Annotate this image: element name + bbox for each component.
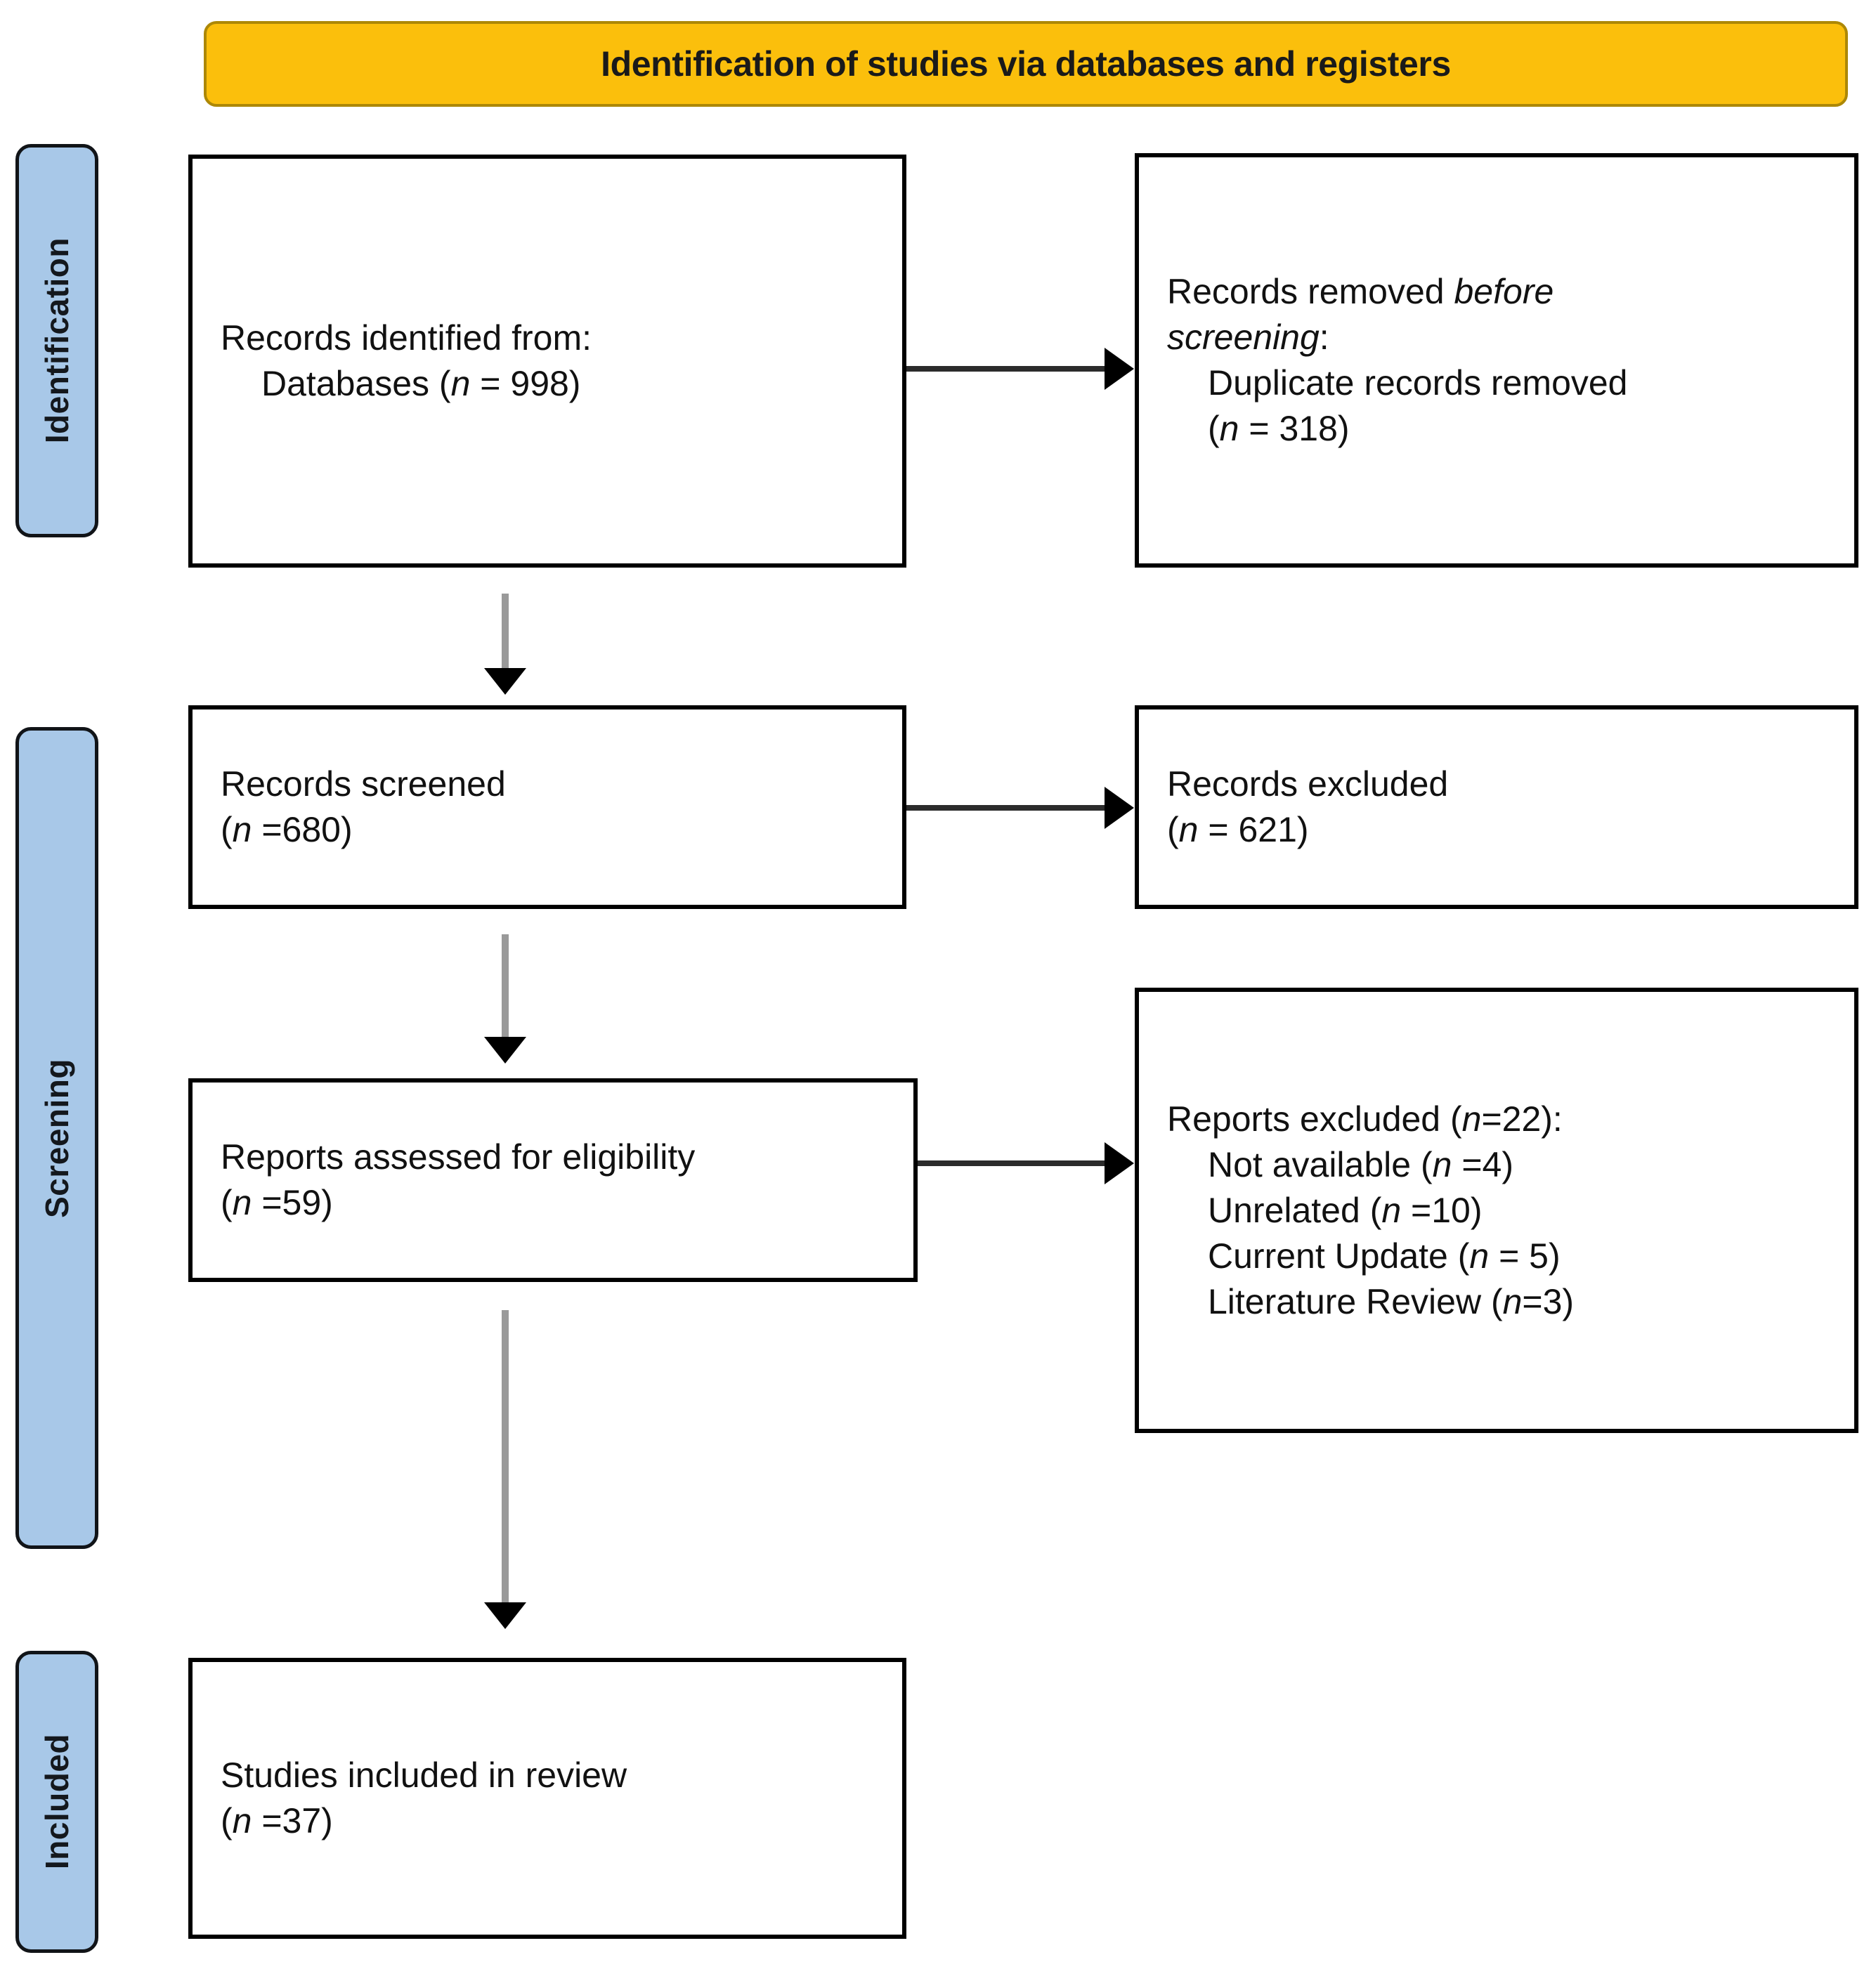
box-studies-included: Studies included in review (n =37) <box>188 1658 906 1939</box>
studies-included-line-2: (n =37) <box>221 1801 333 1840</box>
reports-assessed-line-1: Reports assessed for eligibility <box>221 1137 696 1177</box>
records-identified-line-1: Records identified from: <box>221 318 592 358</box>
records-removed-line-2: screening: <box>1167 318 1329 357</box>
arrow-identified-to-screened <box>502 594 509 671</box>
stage-tab-identification-label: Identification <box>39 237 75 444</box>
records-screened-line-2: (n =680) <box>221 810 353 849</box>
stage-tab-identification: Identification <box>15 144 98 537</box>
arrow-screened-to-eligibility <box>502 934 509 1040</box>
box-records-excluded: Records excluded (n = 621) <box>1135 705 1858 909</box>
reports-excluded-item-unrelated: Unrelated (n =10) <box>1208 1190 1483 1230</box>
arrow-eligibility-to-reports-excluded <box>918 1160 1107 1166</box>
arrow-screened-to-excluded <box>906 805 1107 811</box>
arrow-eligibility-to-included <box>502 1310 509 1605</box>
arrow-identified-to-removed <box>906 366 1107 372</box>
box-records-removed: Records removed before screening: Duplic… <box>1135 153 1858 568</box>
diagram-title: Identification of studies via databases … <box>601 44 1451 84</box>
box-reports-excluded: Reports excluded (n=22): Not available (… <box>1135 988 1858 1433</box>
records-screened-line-1: Records screened <box>221 764 506 804</box>
stage-tab-included: Included <box>15 1651 98 1953</box>
box-records-identified: Records identified from: Databases (n = … <box>188 155 906 568</box>
stage-tab-included-label: Included <box>39 1734 75 1870</box>
stage-tab-screening-label: Screening <box>39 1058 75 1218</box>
records-excluded-line-2: (n = 621) <box>1167 810 1309 849</box>
reports-excluded-line-1: Reports excluded (n=22): <box>1167 1099 1563 1139</box>
reports-excluded-item-literature-review: Literature Review (n=3) <box>1208 1281 1575 1321</box>
reports-excluded-item-current-update: Current Update (n = 5) <box>1208 1236 1561 1276</box>
records-excluded-line-1: Records excluded <box>1167 764 1449 804</box>
records-removed-line-3: Duplicate records removed <box>1208 363 1628 403</box>
stage-tab-screening: Screening <box>15 727 98 1549</box>
reports-excluded-item-not-available: Not available (n =4) <box>1208 1144 1513 1184</box>
box-reports-assessed-for-eligibility: Reports assessed for eligibility (n =59) <box>188 1078 918 1282</box>
records-removed-line-1: Records removed before <box>1167 272 1554 311</box>
box-records-screened: Records screened (n =680) <box>188 705 906 909</box>
records-removed-line-4: (n = 318) <box>1208 409 1350 448</box>
reports-assessed-line-2: (n =59) <box>221 1183 333 1222</box>
studies-included-line-1: Studies included in review <box>221 1755 627 1795</box>
diagram-header-banner: Identification of studies via databases … <box>204 21 1848 107</box>
records-identified-line-2: Databases (n = 998) <box>261 364 581 403</box>
